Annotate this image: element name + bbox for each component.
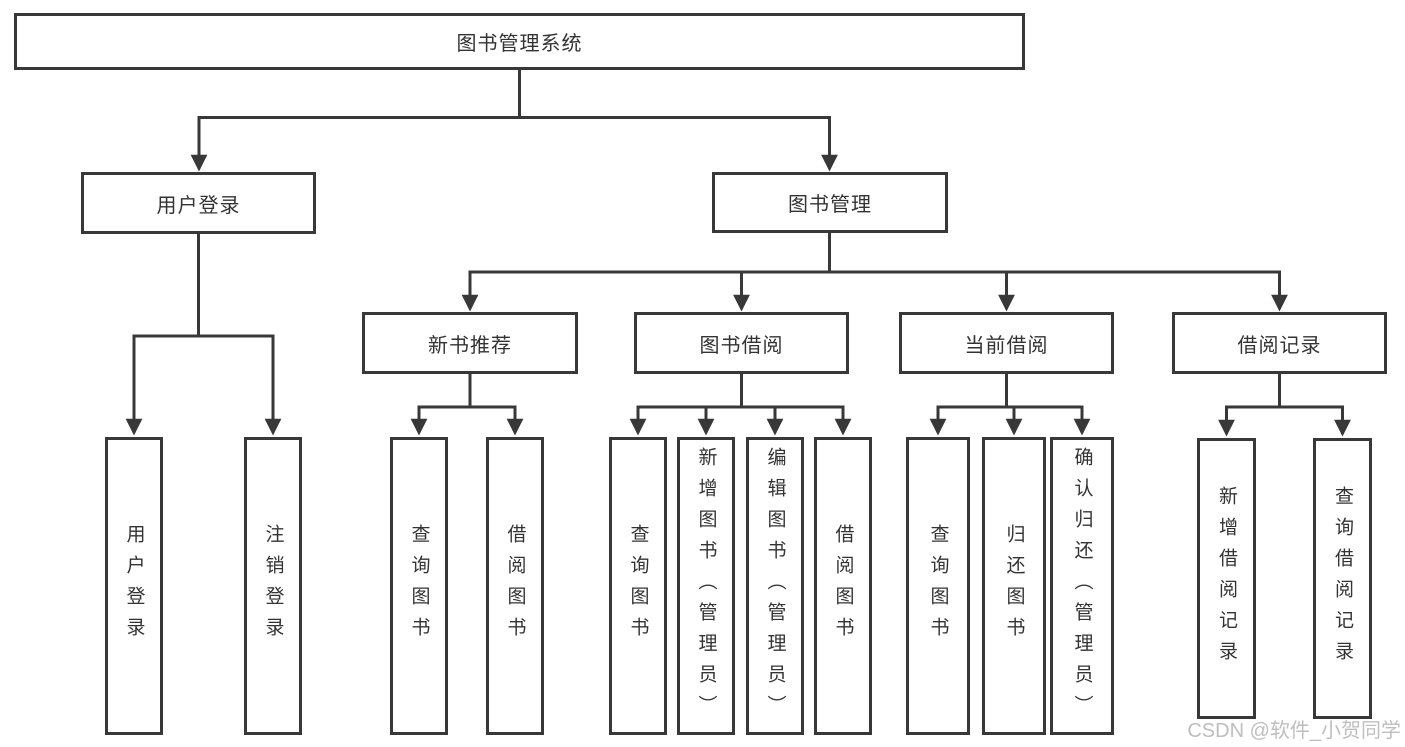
connector-paths [125, 70, 1351, 437]
leaf-edit-book-admin: 编辑图书（管理员） [746, 437, 804, 735]
node-book-management: 图书管理 [712, 172, 948, 233]
leaf-query-books-borrowing: 查询图书 [609, 437, 667, 735]
node-user-login: 用户登录 [81, 172, 316, 234]
leaf-borrow-books: 借阅图书 [814, 437, 872, 735]
leaf-edit-book-admin-label: 编辑图书（管理员） [764, 446, 786, 726]
leaf-add-borrow-record-label: 新增借阅记录 [1216, 485, 1237, 672]
leaf-query-borrow-record: 查询借阅记录 [1313, 438, 1372, 719]
leaf-add-book-admin-label: 新增图书（管理员） [695, 446, 717, 726]
leaf-query-books-current: 查询图书 [906, 437, 970, 735]
leaf-add-book-admin: 新增图书（管理员） [677, 437, 735, 735]
leaf-user-login: 用户登录 [105, 437, 163, 735]
leaf-user-login-label: 用户登录 [123, 524, 145, 648]
leaf-query-borrow-record-label: 查询借阅记录 [1332, 485, 1353, 672]
watermark: CSDN @软件_小贺同学 [1187, 720, 1401, 742]
leaf-query-books-recommend: 查询图书 [390, 437, 448, 735]
node-book-borrowing: 图书借阅 [634, 312, 849, 374]
leaf-add-borrow-record: 新增借阅记录 [1197, 438, 1256, 719]
leaf-logout-login: 注销登录 [244, 437, 302, 735]
node-borrowing-records: 借阅记录 [1172, 312, 1387, 374]
leaf-borrow-books-label: 借阅图书 [832, 524, 854, 648]
leaf-return-books: 归还图书 [982, 437, 1046, 735]
leaf-confirm-return-admin: 确认归还（管理员） [1050, 437, 1114, 735]
leaf-query-books-borrowing-label: 查询图书 [627, 524, 649, 648]
leaf-return-books-label: 归还图书 [1003, 524, 1025, 648]
node-new-book-recommendation: 新书推荐 [362, 312, 578, 374]
leaf-query-books-recommend-label: 查询图书 [408, 524, 430, 648]
leaf-query-books-current-label: 查询图书 [927, 524, 949, 648]
leaf-logout-login-label: 注销登录 [262, 524, 284, 648]
node-current-borrowing: 当前借阅 [899, 312, 1114, 374]
leaf-borrow-books-recommend: 借阅图书 [486, 437, 544, 735]
leaf-confirm-return-admin-label: 确认归还（管理员） [1071, 446, 1093, 726]
node-library-system: 图书管理系统 [14, 13, 1025, 70]
leaf-borrow-books-recommend-label: 借阅图书 [504, 524, 526, 648]
